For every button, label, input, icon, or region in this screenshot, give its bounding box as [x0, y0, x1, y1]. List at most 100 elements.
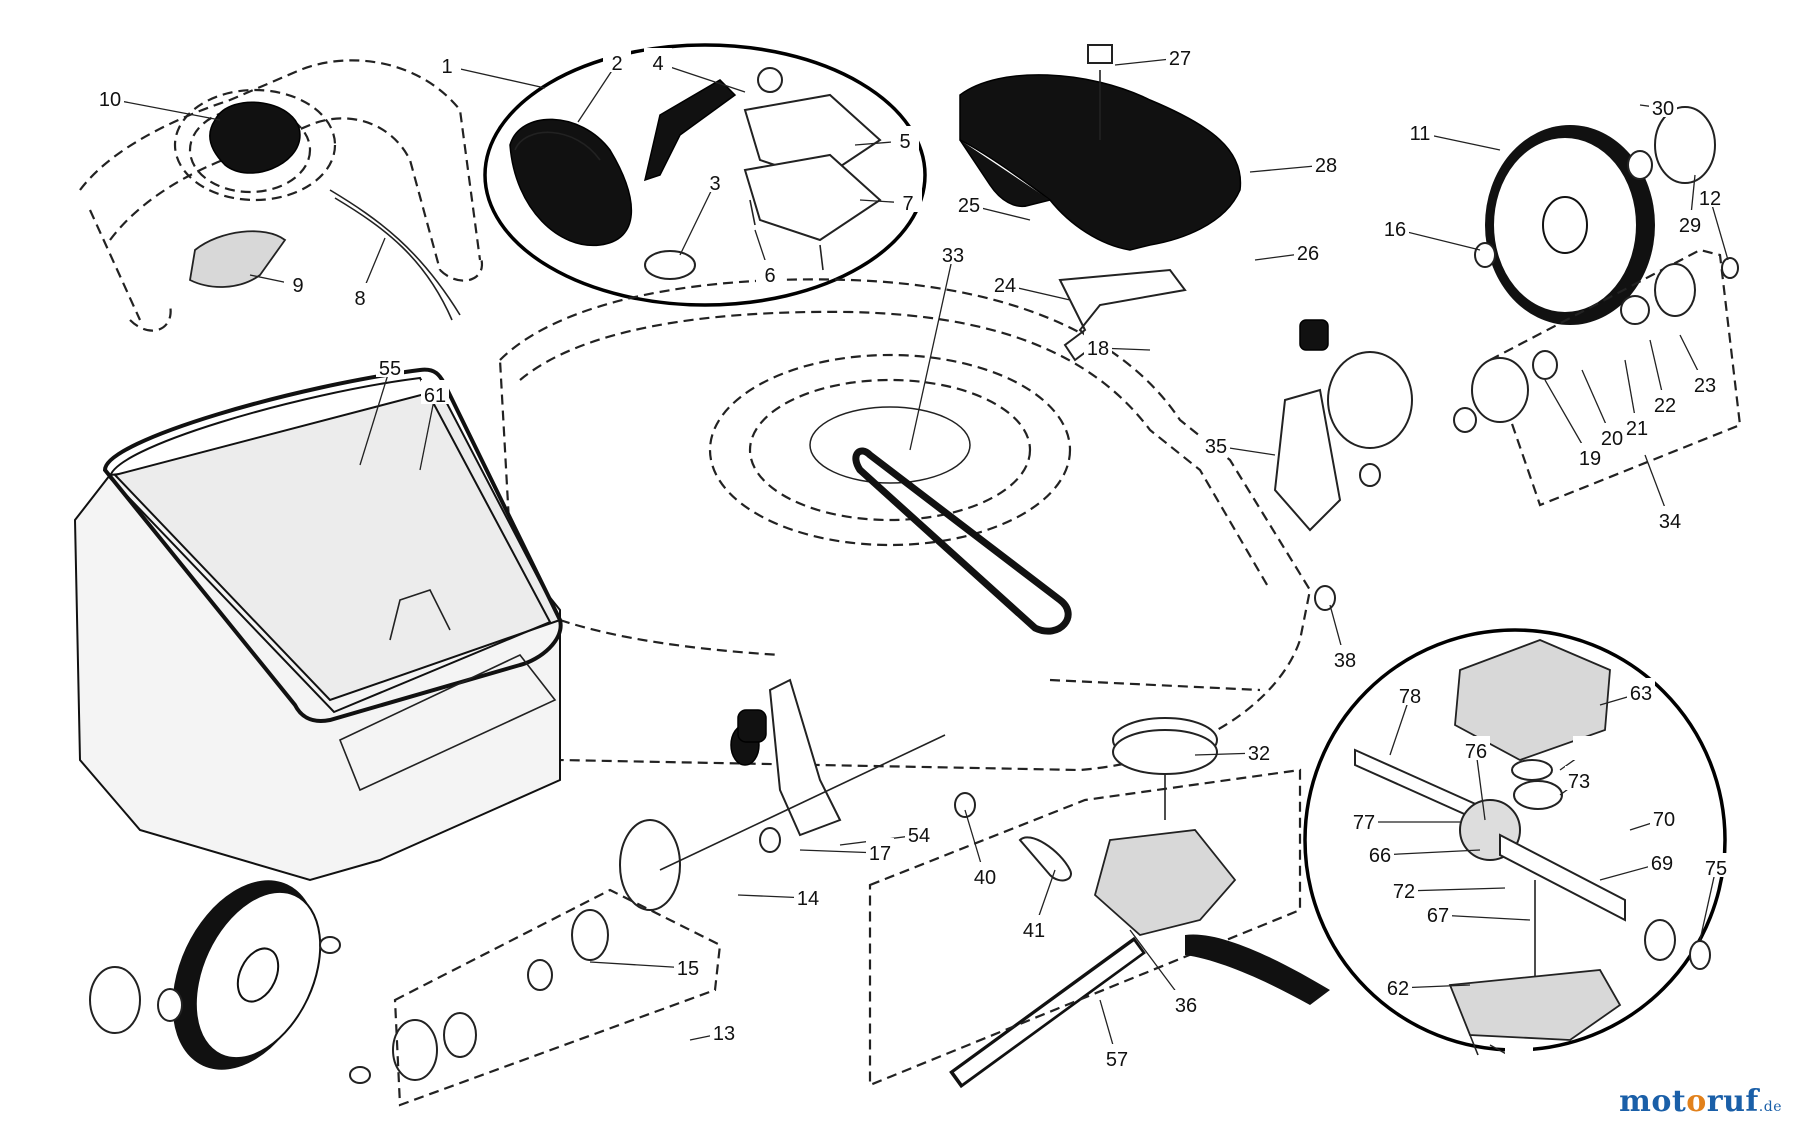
- callout-number: 76: [1465, 741, 1487, 763]
- callout-number: 63: [1630, 683, 1652, 705]
- callout-number: 10: [99, 89, 121, 111]
- callout-label-bg: [866, 838, 894, 862]
- callout-label-bg: [1172, 990, 1200, 1014]
- callout-number: 15: [677, 958, 699, 980]
- callout-label-bg: [1396, 681, 1424, 705]
- left-wheel-group-box: [393, 888, 722, 1107]
- callout-leader: [109, 98, 221, 121]
- callout-label-bg: [1331, 645, 1359, 669]
- left-drive-assembly: [392, 678, 946, 1081]
- callout-label-bg: [1462, 736, 1490, 760]
- callout-number: 30: [1652, 98, 1674, 120]
- drive-belt: [852, 447, 1072, 635]
- callout-label-bg: [905, 820, 933, 844]
- callout-leader: [589, 961, 689, 969]
- height-knob-left: [737, 709, 767, 743]
- callout-leader: [1394, 228, 1481, 251]
- callout-number: 72: [1393, 881, 1415, 903]
- callout-number: 16: [1384, 219, 1406, 241]
- watermark-text-4: .de: [1758, 1099, 1782, 1115]
- callout-number: 25: [958, 195, 980, 217]
- callout-number: 57: [1106, 1049, 1128, 1071]
- callout-leader: [1475, 750, 1486, 821]
- callout-leader: [1389, 695, 1411, 756]
- callout-number: 24: [994, 275, 1016, 297]
- callout-number: 54: [908, 825, 930, 847]
- callout-leader: [419, 394, 436, 471]
- callout-leader: [1403, 887, 1506, 892]
- callout-label-bg: [1505, 1046, 1533, 1070]
- nut: [954, 792, 976, 818]
- callout-label-bg: [891, 126, 919, 150]
- watermark-text-1: mot: [1619, 1084, 1687, 1119]
- callout-label-bg: [1598, 423, 1626, 447]
- callout-number: 22: [1654, 395, 1676, 417]
- right-rear-wheel: [1474, 106, 1739, 325]
- callout-label-bg: [644, 48, 672, 72]
- right-drive-assembly: [1273, 248, 1742, 532]
- callout-number: 62: [1387, 978, 1409, 1000]
- callout-label-bg: [421, 380, 449, 404]
- callout-number: 21: [1626, 418, 1648, 440]
- callout-label-bg: [1166, 43, 1194, 67]
- callout-label-bg: [1350, 807, 1378, 831]
- callout-number: 14: [797, 888, 819, 910]
- left-rear-wheel: [89, 880, 371, 1084]
- callout-label-bg: [376, 353, 404, 377]
- callout-number: 70: [1653, 809, 1675, 831]
- callout-leader: [1437, 914, 1531, 921]
- callout-label-bg: [1390, 876, 1418, 900]
- gearbox-group-box: [868, 768, 1302, 1087]
- callout-number: 61: [424, 385, 446, 407]
- callout-number: 3: [709, 173, 720, 195]
- belt-cover: [959, 44, 1242, 251]
- callout-number: 18: [1087, 338, 1109, 360]
- callout-label-bg: [1656, 506, 1684, 530]
- callout-number: 4: [652, 53, 663, 75]
- callout-leader: [1709, 197, 1729, 261]
- callout-number: 20: [1601, 428, 1623, 450]
- callout-label-bg: [1294, 238, 1322, 262]
- callout-leader: [657, 62, 746, 93]
- callout-number: 28: [1315, 155, 1337, 177]
- callout-label-bg: [96, 84, 124, 108]
- callout-number: 12: [1699, 188, 1721, 210]
- callout-label-bg: [939, 240, 967, 264]
- callout-number: 9: [292, 275, 303, 297]
- callout-number: 38: [1334, 650, 1356, 672]
- callout-leader: [679, 182, 716, 256]
- callout-number: 41: [1023, 920, 1045, 942]
- handle-outline: [79, 59, 483, 332]
- callout-label-bg: [794, 883, 822, 907]
- callout-number: 26: [1297, 243, 1319, 265]
- callout-label-bg: [1702, 853, 1730, 877]
- callout-label-bg: [1650, 804, 1678, 828]
- callout-label-bg: [710, 1018, 738, 1042]
- front-spacer: [1314, 585, 1336, 611]
- callout-label-bg: [1649, 93, 1677, 117]
- callout-label-bg: [1366, 840, 1394, 864]
- callout-number: 67: [1427, 905, 1449, 927]
- callout-number: 35: [1205, 436, 1227, 458]
- callout-label-bg: [971, 862, 999, 886]
- mower-deck: [498, 278, 1312, 772]
- callout-leader: [446, 65, 546, 89]
- callout-number: 73: [1568, 771, 1590, 793]
- callout-number: 34: [1659, 511, 1681, 533]
- callout-number: 11: [1410, 123, 1431, 145]
- callout-number: 66: [1369, 845, 1391, 867]
- callout-number: 77: [1353, 812, 1375, 834]
- callout-number: 36: [1175, 995, 1197, 1017]
- callout-number: 8: [354, 288, 365, 310]
- motoruf-watermark: motoruf.de: [1619, 1084, 1782, 1119]
- callout-label-bg: [1676, 210, 1704, 234]
- callout-number: 29: [1679, 215, 1701, 237]
- callout-number: 69: [1651, 853, 1673, 875]
- callout-label-bg: [1627, 678, 1655, 702]
- callout-label-bg: [1245, 738, 1273, 762]
- callout-number: 32: [1248, 743, 1270, 765]
- callout-label-bg: [955, 190, 983, 214]
- control-bar: [173, 88, 461, 321]
